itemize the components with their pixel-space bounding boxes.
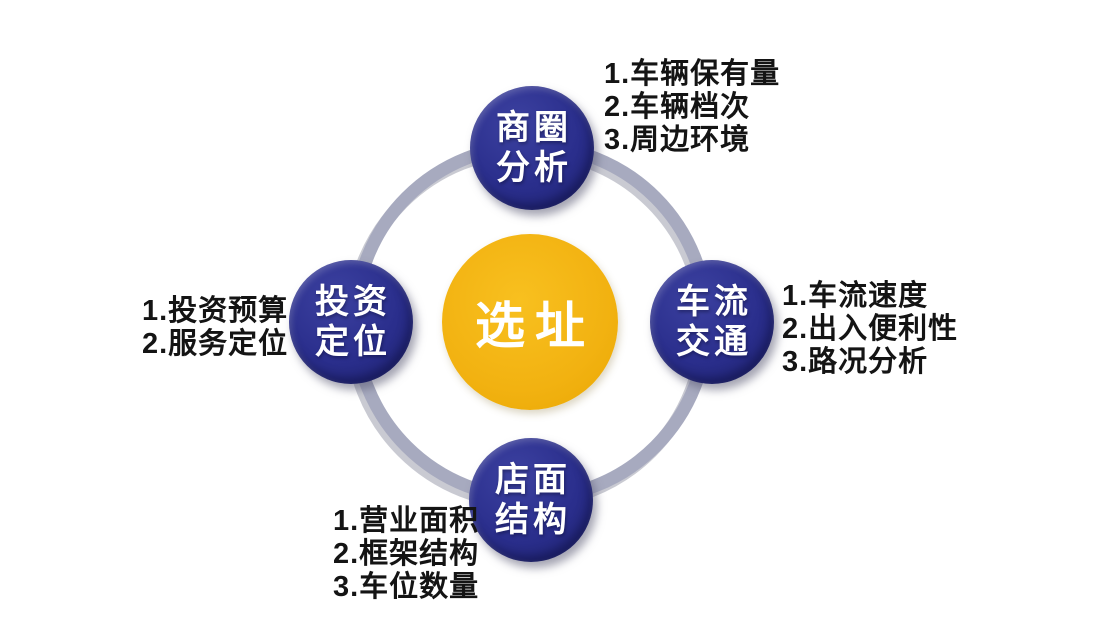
node-investment-positioning: 投资 定位 [289,260,413,384]
node-label-line1: 投资 [315,282,391,322]
list-item: 3.车位数量 [333,571,480,603]
node-label-line2: 定位 [315,322,391,362]
node-label-line1: 商圈 [496,108,572,148]
list-item: 3.路况分析 [782,346,929,378]
node-label-line2: 分析 [496,148,572,188]
node-store-structure: 店面 结构 [469,438,593,562]
node-label-line1: 车流 [676,282,752,322]
node-label: 店面 结构 [491,460,571,540]
list-business-district-analysis: 1.车辆保有量 2.车辆档次 3.周边环境 [604,58,780,157]
list-item: 1.车辆保有量 [604,58,781,90]
list-item: 1.营业面积 [333,505,480,537]
center-node-label: 选址 [475,296,595,355]
list-traffic-flow: 1.车流速度 2.出入便利性 3.路况分析 [782,280,958,379]
list-item: 1.车流速度 [782,280,929,312]
node-label: 商圈 分析 [492,108,572,188]
list-item: 1.投资预算 [142,295,289,327]
node-traffic-flow: 车流 交通 [650,260,774,384]
center-node-site-selection: 选址 [442,234,618,410]
node-label: 投资 定位 [311,282,391,362]
list-item: 2.车辆档次 [604,91,751,123]
list-item: 2.框架结构 [333,538,480,570]
node-label-line1: 店面 [495,460,571,500]
node-label-line2: 结构 [495,500,571,540]
list-item: 3.周边环境 [604,124,751,156]
node-label-line2: 交通 [676,322,752,362]
node-label: 车流 交通 [672,282,752,362]
list-investment-positioning: 1.投资预算 2.服务定位 [142,295,288,361]
list-item: 2.服务定位 [142,328,289,360]
list-store-structure: 1.营业面积 2.框架结构 3.车位数量 [333,505,479,604]
list-item: 2.出入便利性 [782,313,959,345]
node-business-district-analysis: 商圈 分析 [470,86,594,210]
